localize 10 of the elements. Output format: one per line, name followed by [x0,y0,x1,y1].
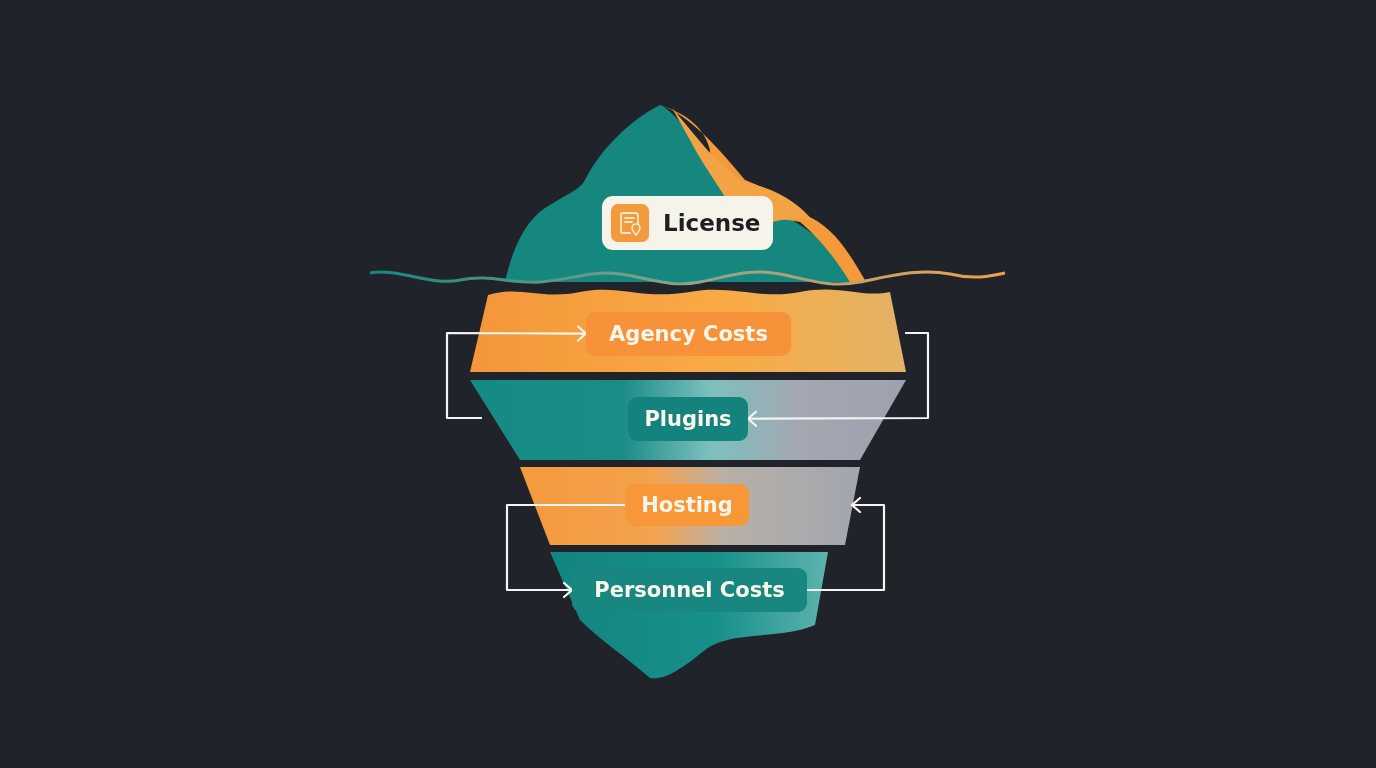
cost-label: Personnel Costs [572,568,807,612]
arrow [505,503,625,599]
cost-label: Hosting [625,484,749,526]
arrow [445,325,588,420]
label-text: License [663,210,761,236]
cost-label: Plugins [628,397,748,441]
arrow [807,496,886,592]
arrow [746,331,930,427]
cost-label: Agency Costs [586,312,791,356]
label-card [602,196,773,250]
